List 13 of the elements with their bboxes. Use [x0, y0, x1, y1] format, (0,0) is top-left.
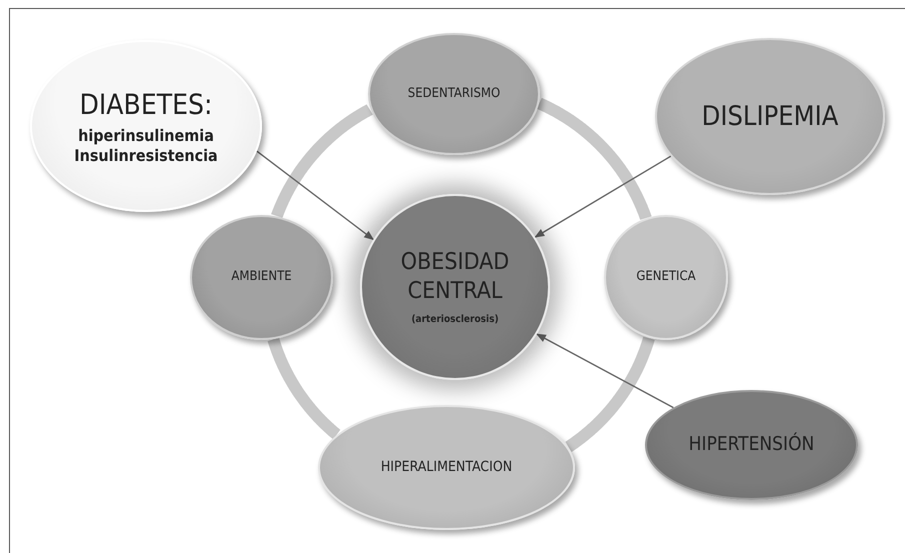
arrow — [256, 150, 374, 240]
node-subtitle: hiperinsulinemia Insulinresistencia — [73, 126, 219, 166]
arrow — [534, 156, 672, 238]
node-subtitle: (arteriosclerosis) — [411, 314, 499, 326]
node-title: OBESIDAD CENTRAL — [400, 248, 510, 306]
node-title: DIABETES: — [79, 86, 213, 122]
node-title: GENETICA — [636, 269, 696, 286]
node-title: HIPERTENSIÓN — [688, 433, 814, 457]
node-title: HIPERALIMENTACION — [380, 458, 512, 476]
arrow — [536, 333, 674, 408]
node-title: SEDENTARISMO — [408, 86, 500, 102]
node-title: AMBIENTE — [231, 269, 292, 286]
node-title: DISLIPEMIA — [702, 100, 838, 134]
